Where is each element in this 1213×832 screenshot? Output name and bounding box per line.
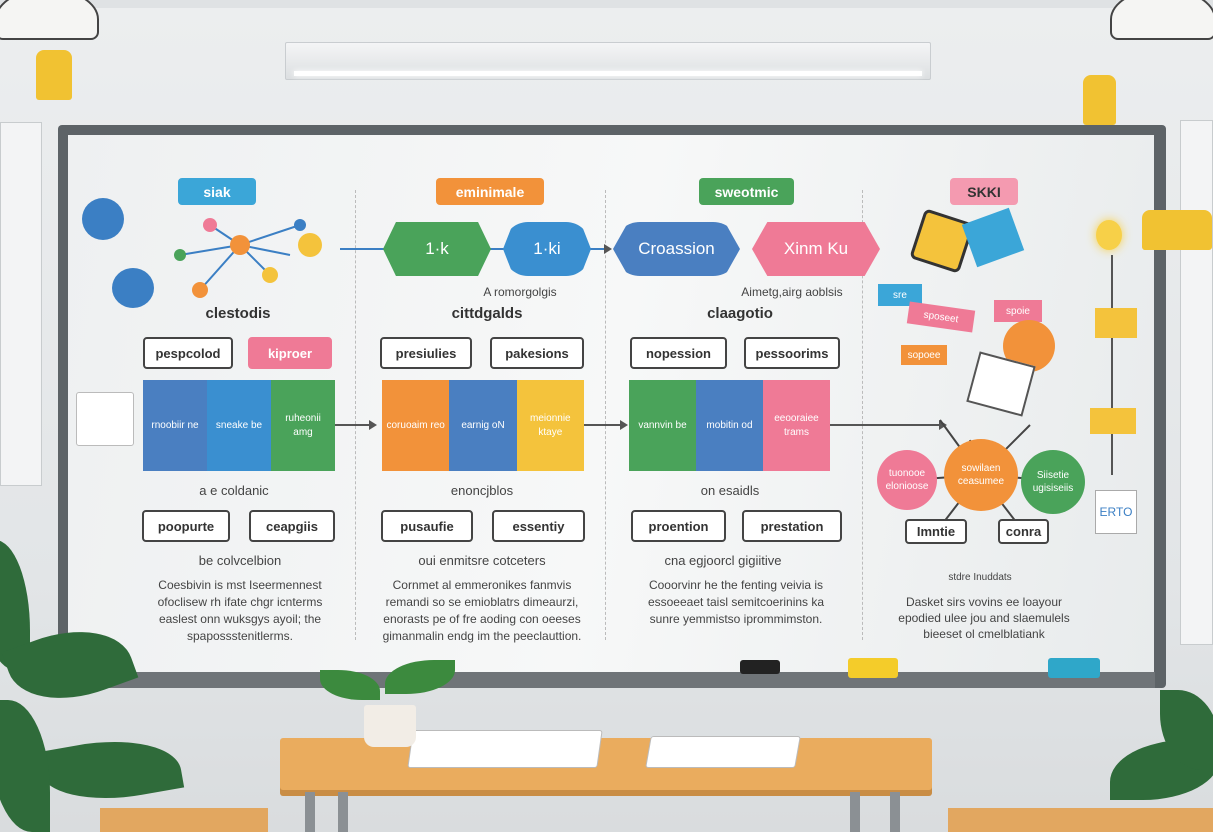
plant-pot (364, 705, 416, 747)
block-segment: sneake be (207, 380, 271, 471)
subheading: A romorgolgis (483, 285, 557, 299)
concept-box: pakesions (490, 337, 584, 369)
mid-label: a e coldanic (199, 483, 269, 498)
desk-leg (338, 792, 348, 832)
lightbulb-icon (1096, 220, 1122, 250)
color-block: vannvin be mobitin od eeooraiee trams (629, 380, 830, 471)
sticky-note: spoie (994, 300, 1042, 322)
idea-circle: sowilaen ceasumee (944, 439, 1018, 511)
concept-box: conra (998, 519, 1049, 544)
pendant-lamp-left (0, 0, 99, 40)
sticky-note (1095, 308, 1137, 338)
wall-poster-left (0, 122, 42, 486)
sticky-note: sopoee (901, 345, 947, 365)
block-segment: eeooraiee trams (763, 380, 830, 471)
caption: oui enmitsre cotceters (418, 553, 546, 568)
concept-box: pusaufie (381, 510, 473, 542)
ceiling (0, 0, 1213, 8)
sticky-note: sre (878, 284, 922, 306)
desk-leg (890, 792, 900, 832)
divider (605, 190, 606, 640)
concept-box: pessoorims (744, 337, 840, 369)
caption: stdre Inuddats (948, 572, 1012, 583)
plant-leaf (35, 728, 185, 812)
idea-circle: tuonooe elonioose (877, 450, 937, 510)
icon-badge (112, 268, 154, 308)
mind-map-icon (174, 218, 322, 298)
icon-badge (82, 198, 124, 240)
block-segment: coruoaim reo (382, 380, 450, 471)
column-tag: SKKI (950, 178, 1018, 205)
marker (740, 660, 780, 674)
column-heading: claagotio (707, 305, 773, 322)
paragraph: Dasket sirs vovins ee loayour epodied ul… (898, 595, 1070, 641)
wall-poster-right (1180, 120, 1213, 645)
desk-left (100, 808, 268, 832)
column-heading: clestodis (205, 305, 271, 322)
color-block: rnoobiir ne sneake be ruheonii amg (143, 380, 335, 471)
concept-box: essentiy (492, 510, 585, 542)
ceiling-light (285, 42, 931, 80)
flow-arrow (335, 420, 377, 430)
color-block: coruoaim reo earnig oN meionnie ktaye (382, 380, 584, 471)
caption: cna egjoorcl gigiitive (664, 553, 782, 568)
hexagon-node: 1·ki (503, 222, 591, 276)
block-segment: mobitin od (696, 380, 763, 471)
paragraph: Cornmet al emmeronikes fanmvis remandi s… (382, 578, 582, 643)
eraser-yellow (848, 658, 898, 678)
concept-box: Imntie (905, 519, 967, 544)
block-segment: rnoobiir ne (143, 380, 207, 471)
mid-label: on esaidls (700, 483, 760, 498)
desk-right (948, 808, 1213, 832)
marker-tray (95, 672, 1155, 688)
divider (355, 190, 356, 640)
caption: be colvcelbion (198, 553, 282, 568)
paragraph: Coesbivin is mst Iseermennest ofoclisew … (157, 578, 323, 643)
timeline-line (1111, 255, 1113, 475)
open-book (407, 730, 603, 768)
concept-box: poopurte (142, 510, 230, 542)
sticky-note (1090, 408, 1136, 434)
concept-box: nopession (630, 337, 727, 369)
plant-leaf (0, 700, 50, 832)
yellow-hat (1142, 210, 1212, 250)
concept-box: kiproer (248, 337, 332, 369)
concept-box: presiulies (380, 337, 472, 369)
pendant-lamp-right (1110, 0, 1213, 40)
desk-leg (850, 792, 860, 832)
sticky-note: ERTO (1095, 490, 1137, 534)
idea-circle: Siisetie ugisiseiis (1021, 450, 1085, 514)
column-tag: siak (178, 178, 256, 205)
subheading: Aimetg,airg aoblsis (741, 285, 843, 299)
yellow-lamp-left (36, 50, 72, 100)
concept-box: pespcolod (143, 337, 233, 369)
hexagon-node: 1·k (383, 222, 491, 276)
block-segment: earnig oN (449, 380, 517, 471)
paragraph: Cooorvinr he the fenting veivia is essoe… (647, 578, 825, 626)
block-segment: meionnie ktaye (516, 380, 584, 471)
mid-label: enoncjblos (450, 483, 514, 498)
concept-box: proention (631, 510, 726, 542)
open-book (645, 736, 801, 768)
column-tag: sweotmic (699, 178, 794, 205)
block-segment: ruheonii amg (271, 380, 335, 471)
concept-box: prestation (742, 510, 842, 542)
concept-box: ceapgiis (249, 510, 335, 542)
block-segment: vannvin be (629, 380, 696, 471)
hexagon-node: Xinm Ku (752, 222, 880, 276)
divider (862, 190, 863, 640)
desk-leg (305, 792, 315, 832)
column-heading: cittdgalds (451, 305, 523, 322)
hexagon-node: Croassion (613, 222, 740, 276)
column-tag: eminimale (436, 178, 544, 205)
flow-arrow (584, 420, 628, 430)
eraser-blue (1048, 658, 1100, 678)
yellow-lamp-right (1083, 75, 1116, 125)
book-sketch (76, 392, 134, 446)
